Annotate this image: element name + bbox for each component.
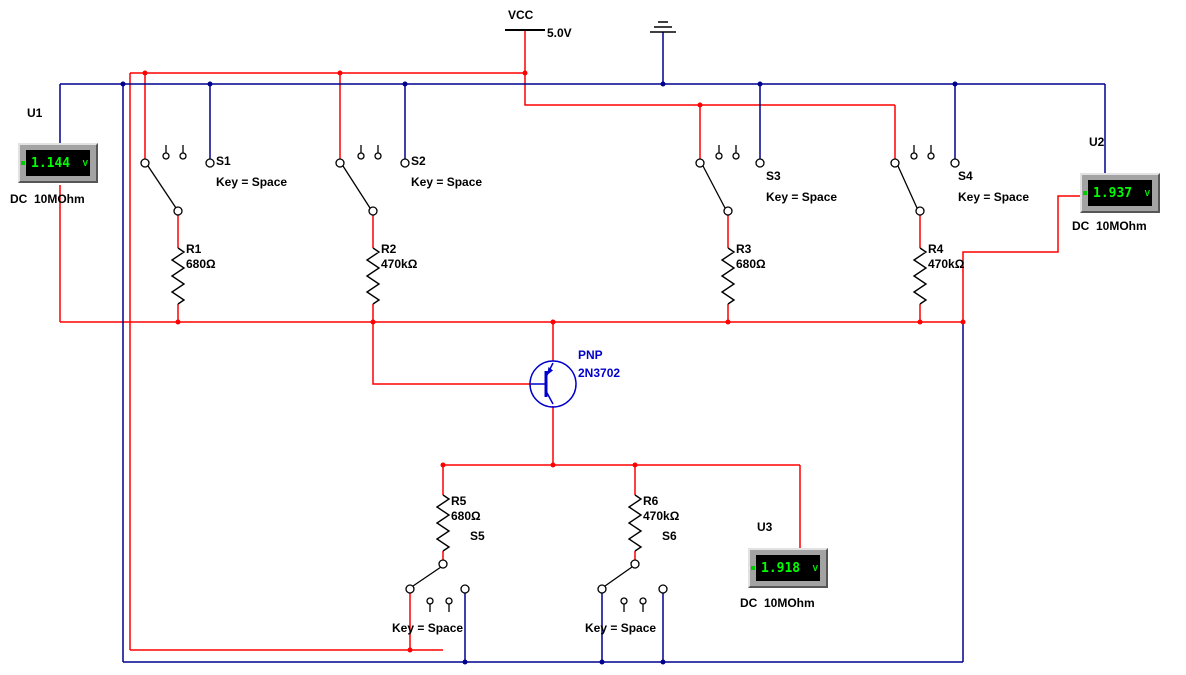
u1-label: U1 [27,106,43,120]
switch-s2[interactable] [335,145,410,216]
multimeter-u3-reading: 1.918 [761,560,801,576]
resistor-r5[interactable] [435,494,451,552]
multimeter-u2-indicator [1083,191,1087,195]
u3-mode: DC 10MOhm [740,596,815,610]
switch-s4[interactable] [890,145,960,216]
multimeter-u1[interactable]: 1.144 V [18,143,98,183]
s1-label: S1 [216,154,231,168]
multimeter-u2-display: 1.937 V [1088,180,1152,206]
s2-key: Key = Space [411,175,483,189]
multimeter-u1-display: 1.144 V [26,150,90,176]
resistor-r4[interactable] [912,247,928,305]
transistor-type: PNP [578,348,603,362]
s1-key: Key = Space [216,175,288,189]
r2-label: R2 [381,242,397,256]
s5-label: S5 [470,529,485,543]
multimeter-u3-indicator [751,566,755,570]
multimeter-u2-reading: 1.937 [1093,185,1133,201]
multimeter-u1-unit: V [82,158,88,168]
r4-label: R4 [928,242,944,256]
r3-value: 680Ω [736,257,766,271]
resistor-r1[interactable] [170,247,186,305]
r4-value: 470kΩ [928,257,965,271]
switch-s5[interactable] [405,559,470,612]
switch-s3[interactable] [695,145,765,216]
multimeter-u3-unit: V [812,563,818,573]
s5-key: Key = Space [392,621,464,635]
r1-value: 680Ω [186,257,216,271]
emitter-arrow-icon [547,367,553,375]
vcc-label: VCC [508,8,534,22]
s6-key: Key = Space [585,621,657,635]
r2-value: 470kΩ [381,257,418,271]
s3-key: Key = Space [766,190,838,204]
junction-dots [120,70,966,665]
r6-label: R6 [643,494,659,508]
r5-value: 680Ω [451,509,481,523]
s4-label: S4 [958,169,973,183]
s3-label: S3 [766,169,781,183]
u1-mode: DC 10MOhm [10,192,85,206]
transistor-q1[interactable] [529,360,577,408]
multimeter-u2-unit: V [1144,188,1150,198]
resistor-r2[interactable] [365,247,381,305]
multimeter-u3[interactable]: 1.918 V [748,548,828,588]
s4-key: Key = Space [958,190,1030,204]
resistor-r3[interactable] [720,247,736,305]
transistor-model: 2N3702 [578,366,621,380]
blue-wires[interactable] [59,32,1106,663]
switch-s6[interactable] [597,559,668,612]
u2-mode: DC 10MOhm [1072,219,1147,233]
ground-symbol[interactable] [650,21,676,33]
u2-label: U2 [1089,135,1105,149]
multimeter-u1-indicator [21,161,25,165]
multimeter-u1-reading: 1.144 [31,155,71,171]
vcc-voltage: 5.0V [547,26,572,40]
multimeter-u3-display: 1.918 V [756,555,820,581]
r3-label: R3 [736,242,752,256]
r6-value: 470kΩ [643,509,680,523]
r1-label: R1 [186,242,202,256]
s2-label: S2 [411,154,426,168]
r5-label: R5 [451,494,467,508]
s6-label: S6 [662,529,677,543]
resistor-r6[interactable] [627,494,643,552]
red-wires[interactable] [59,30,1080,651]
multimeter-u2[interactable]: 1.937 V [1080,173,1160,213]
switch-s1[interactable] [140,145,215,216]
u3-label: U3 [757,520,773,534]
